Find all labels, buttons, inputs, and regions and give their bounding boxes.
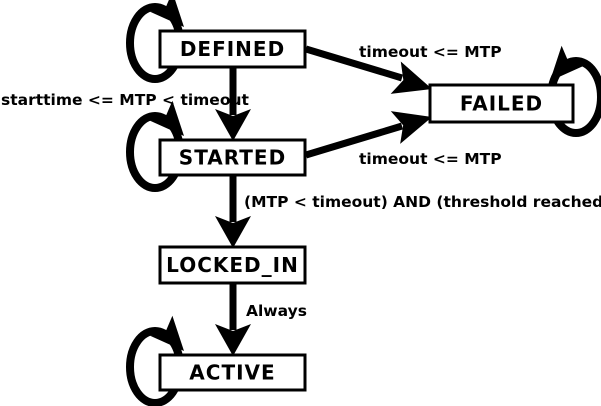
- started-to-failed-arrowhead: [390, 111, 432, 144]
- defined-to-failed-arrowhead: [390, 61, 432, 94]
- started-self-loop-arrowhead: [150, 100, 184, 136]
- started-to-lockedin-arrowhead: [215, 216, 251, 248]
- defined-to-failed-arrow: [304, 45, 404, 82]
- state-active-box: [158, 353, 307, 392]
- transition-arrows: [215, 45, 432, 356]
- state-active-label: ACTIVE: [189, 361, 275, 385]
- started-to-lockedin-condition: (MTP < timeout) AND (threshold reached): [244, 193, 601, 211]
- defined-self-loop-arrowhead: [150, 0, 184, 27]
- state-started-label: STARTED: [179, 146, 286, 170]
- failed-self-loop-arrowhead: [550, 45, 584, 81]
- started-to-failed-arrow: [304, 122, 404, 159]
- state-failed-box: [428, 83, 575, 124]
- state-labels: DEFINED FAILED STARTED LOCKED_IN ACTIVE: [166, 37, 543, 385]
- state-boxes: [158, 29, 575, 392]
- lockedin-to-active-arrowhead: [215, 324, 251, 356]
- self-loop-arrowheads: [150, 0, 584, 351]
- defined-to-failed-condition: timeout <= MTP: [359, 43, 502, 61]
- state-defined-box: [158, 29, 307, 69]
- lockedin-to-active-condition: Always: [246, 302, 307, 320]
- state-lockedin-box: [158, 245, 307, 285]
- defined-to-started-arrowhead: [215, 109, 251, 141]
- state-failed-label: FAILED: [460, 92, 543, 116]
- started-to-failed-condition: timeout <= MTP: [359, 150, 502, 168]
- state-started-box: [158, 138, 307, 177]
- state-defined-label: DEFINED: [180, 37, 285, 61]
- transition-labels: timeout <= MTP starttime <= MTP < timeou…: [1, 43, 601, 320]
- defined-to-started-condition: starttime <= MTP < timeout: [1, 91, 250, 109]
- active-self-loop-arrowhead: [150, 315, 184, 351]
- state-lockedin-label: LOCKED_IN: [166, 253, 299, 277]
